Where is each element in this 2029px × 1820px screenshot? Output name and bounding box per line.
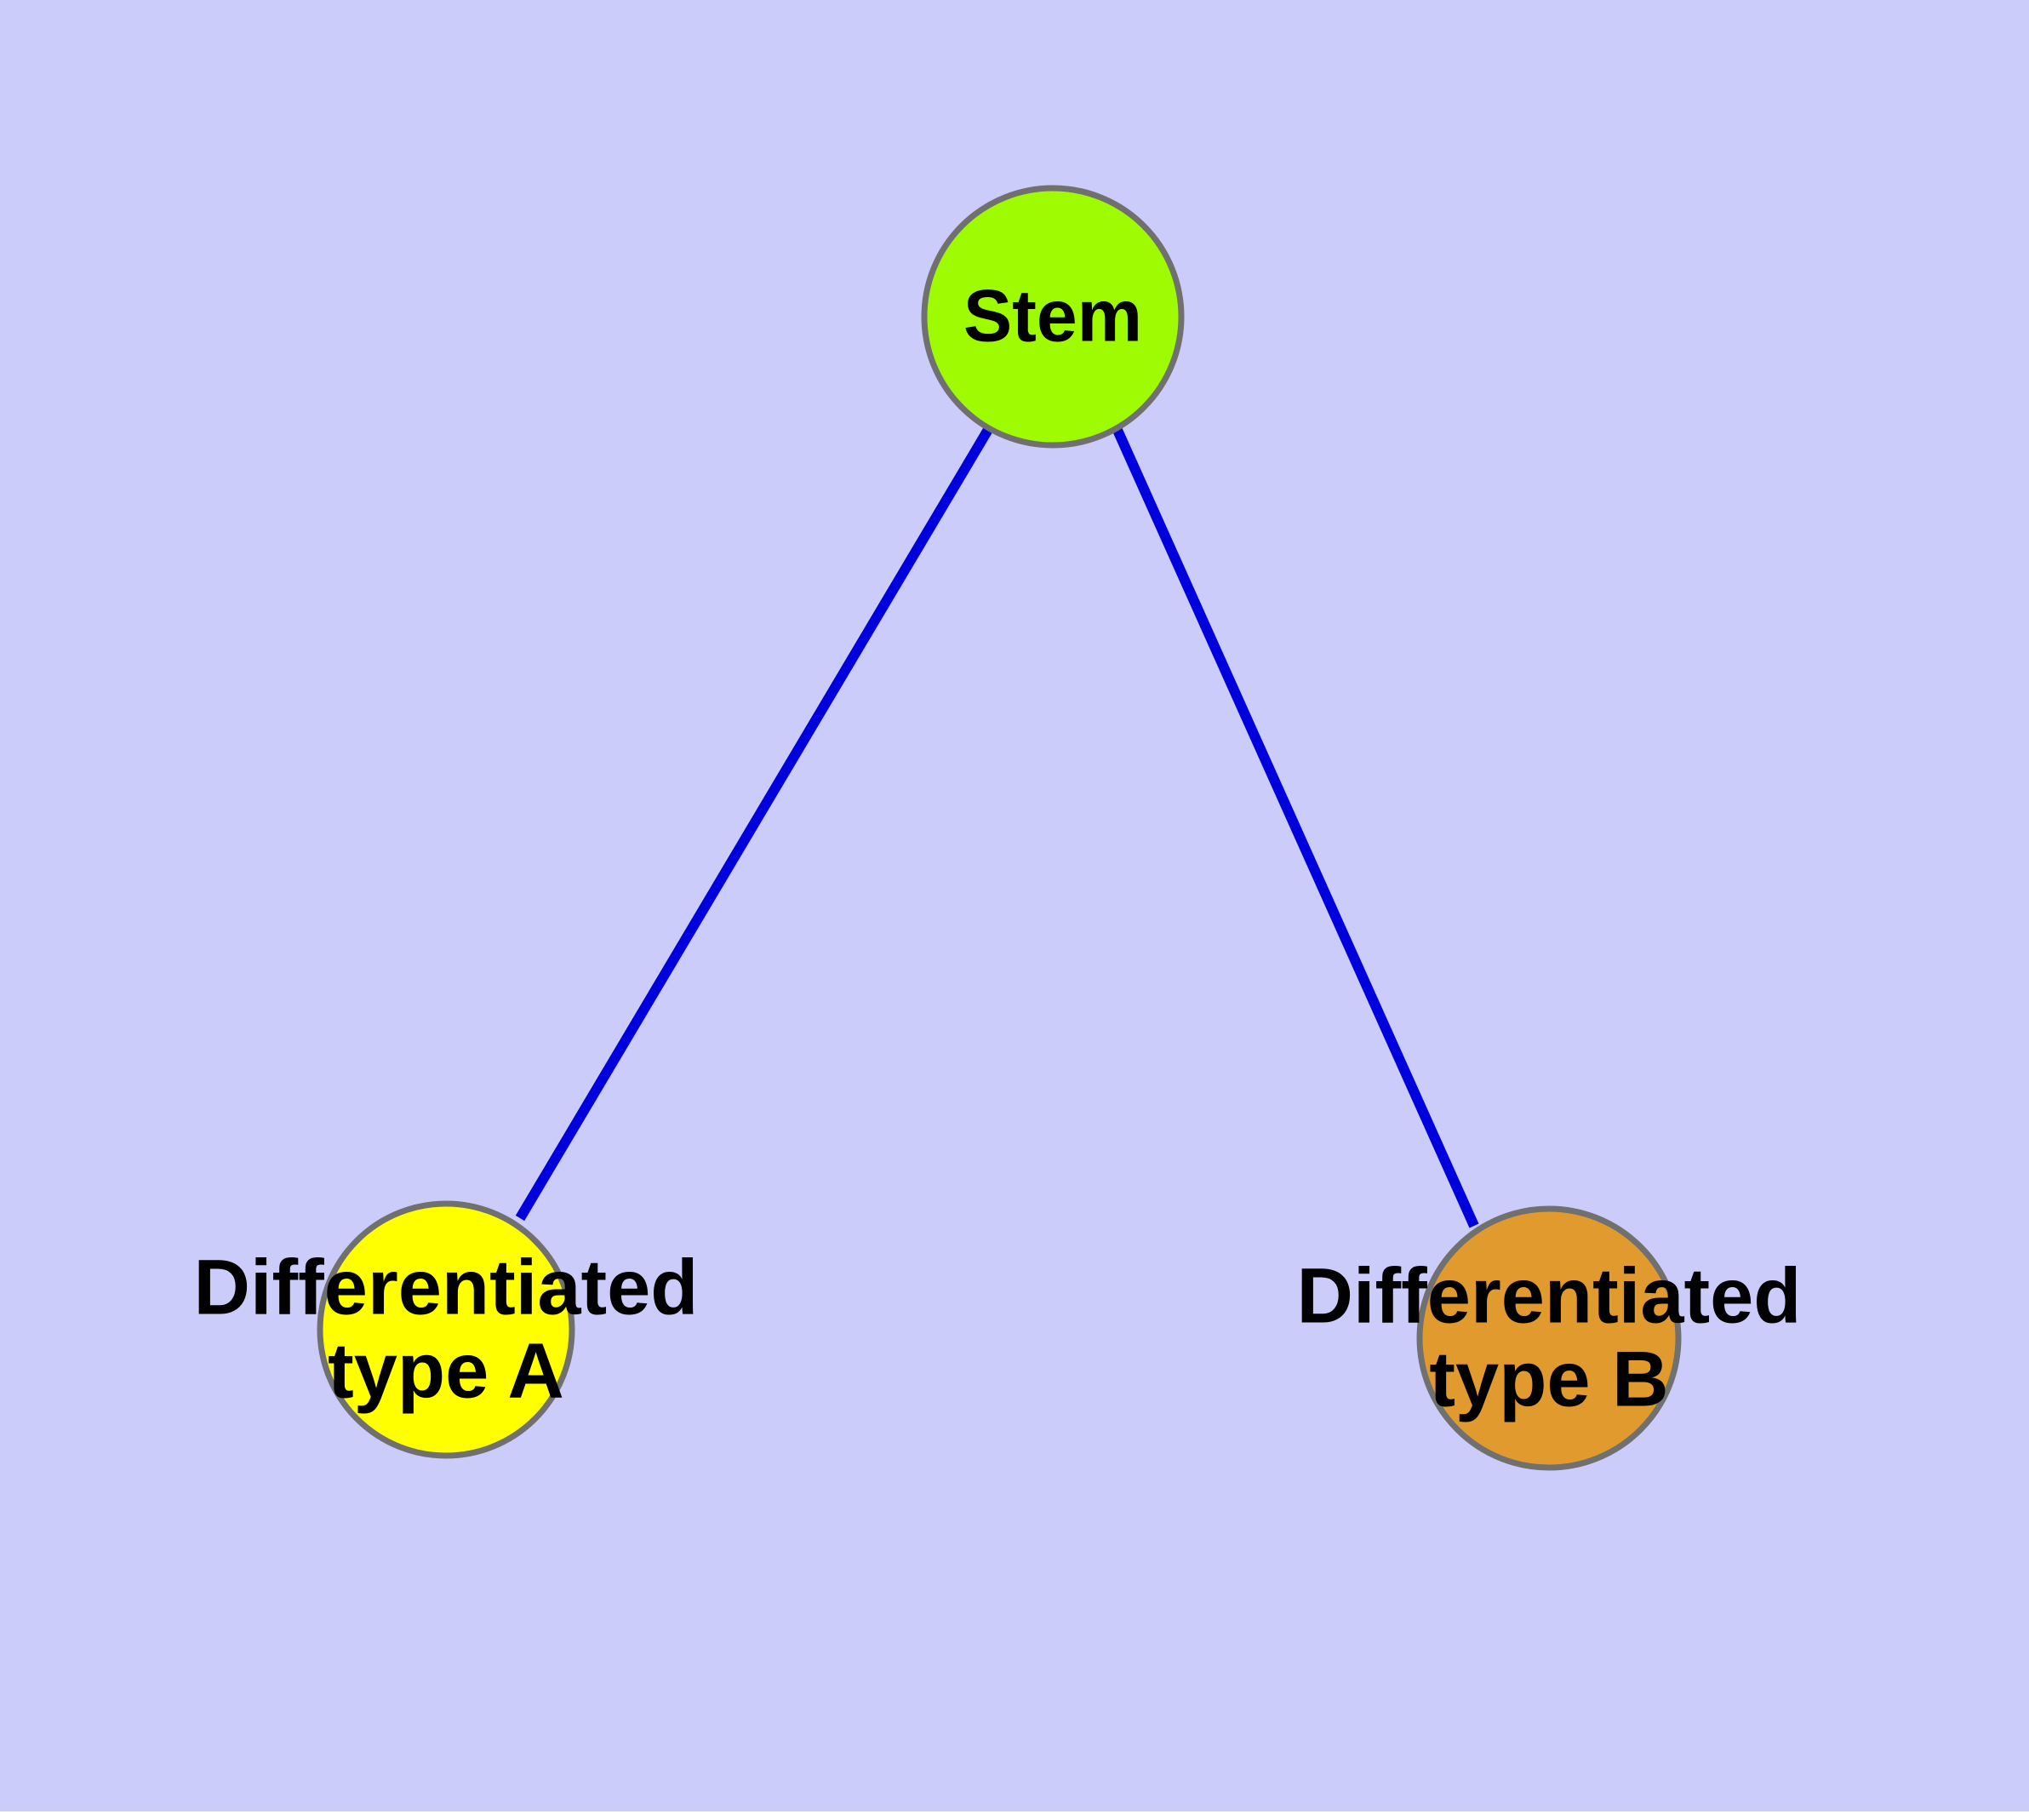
graph-edge-stem-diff_b[interactable] [1112,426,1479,1228]
graph-node-diff_a[interactable] [317,1200,575,1459]
graph-node-diff_b[interactable] [1416,1205,1682,1471]
node-layer [317,185,1682,1471]
graph-edge-stem-diff_a[interactable] [515,425,994,1222]
edge-layer [515,425,1479,1228]
graph-node-stem[interactable] [921,185,1185,449]
